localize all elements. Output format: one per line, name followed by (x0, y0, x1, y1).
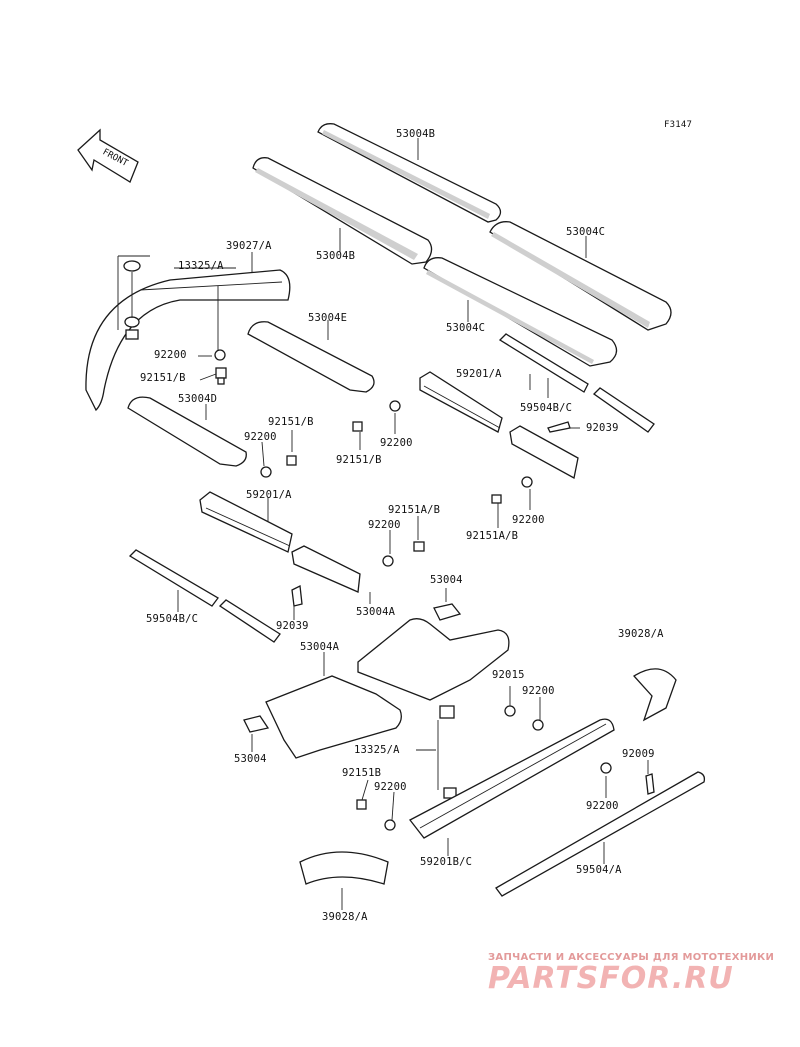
washer-92200-b (389, 400, 401, 412)
label-53004A-left: 53004A (300, 641, 340, 653)
trim-59504BC-left-end (218, 599, 281, 643)
washer-92200-g (532, 719, 544, 731)
label-92200-g: 92200 (522, 685, 555, 697)
trim-59504BC-right (498, 333, 589, 393)
label-53004B-top: 53004B (396, 128, 436, 140)
pad-53004-bot (243, 715, 270, 733)
label-53004D: 53004D (178, 393, 218, 405)
bolt-92151B-b (286, 455, 297, 466)
mat-53004E (247, 321, 375, 393)
pad-53004-top (433, 603, 462, 621)
label-53004C-right: 53004C (566, 226, 606, 238)
label-92039-right: 92039 (586, 422, 619, 434)
label-53004-top: 53004 (430, 574, 463, 586)
watermark-logo: PARTSFOR.RU (488, 961, 734, 996)
label-92200-c: 92200 (244, 431, 277, 443)
label-92200-h: 92200 (374, 781, 407, 793)
washer-92200-i (600, 762, 612, 774)
label-92200-b: 92200 (380, 437, 413, 449)
label-92151AB-bot: 92151A/B (466, 530, 519, 542)
label-39028A-bot: 39028/A (322, 911, 368, 923)
label-59201A-left: 59201/A (246, 489, 292, 501)
label-39027A: 39027/A (226, 240, 272, 252)
watermark: ЗАПЧАСТИ И АКСЕССУАРЫ ДЛЯ МОТОТЕХНИКИ PA… (488, 952, 788, 996)
washer-92200-h (384, 819, 396, 831)
mat-53004A-right (357, 618, 510, 701)
label-53004-bot: 53004 (234, 753, 267, 765)
label-92151B-d: 92151B (342, 767, 382, 779)
label-59504A: 59504/A (576, 864, 622, 876)
label-92009: 92009 (622, 748, 655, 760)
label-92151AB-top: 92151A/B (388, 504, 441, 516)
label-92151B-a: 92151/B (140, 372, 186, 384)
label-59201BC: 59201B/C (420, 856, 473, 868)
rail-59201A-left-end (291, 545, 361, 593)
washer-92200-f (521, 476, 533, 488)
label-13325A-top: 13325/A (178, 260, 224, 272)
label-92151B-b: 92151/B (268, 416, 314, 428)
label-59504BC-left: 59504B/C (146, 613, 199, 625)
bumper-39028A-bot (299, 851, 389, 885)
label-59201A-right: 59201/A (456, 368, 502, 380)
label-39028A-right: 39028/A (618, 628, 664, 640)
bolt-92151AB-bot (491, 494, 502, 504)
mat-53004C-mid (423, 257, 618, 367)
nut-92200-a (214, 286, 226, 361)
trim-59504BC-left (128, 549, 219, 607)
trim-59504BC-right-end (592, 387, 655, 433)
label-92039-left: 92039 (276, 620, 309, 632)
label-53004C-mid: 53004C (446, 322, 486, 334)
label-92151B-c: 92151/B (336, 454, 382, 466)
washer-92200-e (382, 555, 394, 567)
label-53004B-mid: 53004B (316, 250, 356, 262)
label-13325A-bot: 13325/A (354, 744, 400, 756)
rail-59201A-left (199, 491, 293, 553)
rail-59201BC (409, 718, 615, 839)
mat-53004D (127, 396, 247, 467)
diagram-code: F3147 (664, 120, 693, 130)
pin-92039-left (291, 585, 303, 607)
front-arrow-icon: FRONT (77, 128, 139, 183)
trim-59504A (495, 771, 706, 897)
label-92200-e: 92200 (368, 519, 401, 531)
bolt-92151AB-top (413, 541, 425, 552)
bolt-92151B-d (356, 799, 367, 810)
mat-53004C-right (489, 221, 672, 331)
label-53004A-top: 53004A (356, 606, 396, 618)
washer-92200-c (260, 466, 272, 478)
label-59504BC-right: 59504B/C (520, 402, 573, 414)
watermark-tagline: ЗАПЧАСТИ И АКСЕССУАРЫ ДЛЯ МОТОТЕХНИКИ (488, 952, 775, 963)
label-92015: 92015 (492, 669, 525, 681)
bracket-13325A-bot (437, 705, 457, 799)
label-92200-i: 92200 (586, 800, 619, 812)
leader-lines (174, 138, 649, 910)
bumper-39027A (85, 269, 291, 412)
bumper-39028A-right (632, 668, 677, 722)
rail-59201A-right (419, 371, 503, 433)
label-92200-a: 92200 (154, 349, 187, 361)
bracket-13325A-top (117, 255, 150, 340)
washer-92015 (504, 705, 516, 717)
label-53004E: 53004E (308, 312, 348, 324)
rail-59201A-right-end (509, 425, 579, 479)
bolt-92151B-c (352, 421, 363, 432)
pin-92039-right (547, 421, 571, 433)
label-92200-f: 92200 (512, 514, 545, 526)
mat-53004A-left (265, 675, 402, 759)
pin-92009 (645, 773, 655, 795)
bolt-92151B-a (215, 367, 227, 385)
